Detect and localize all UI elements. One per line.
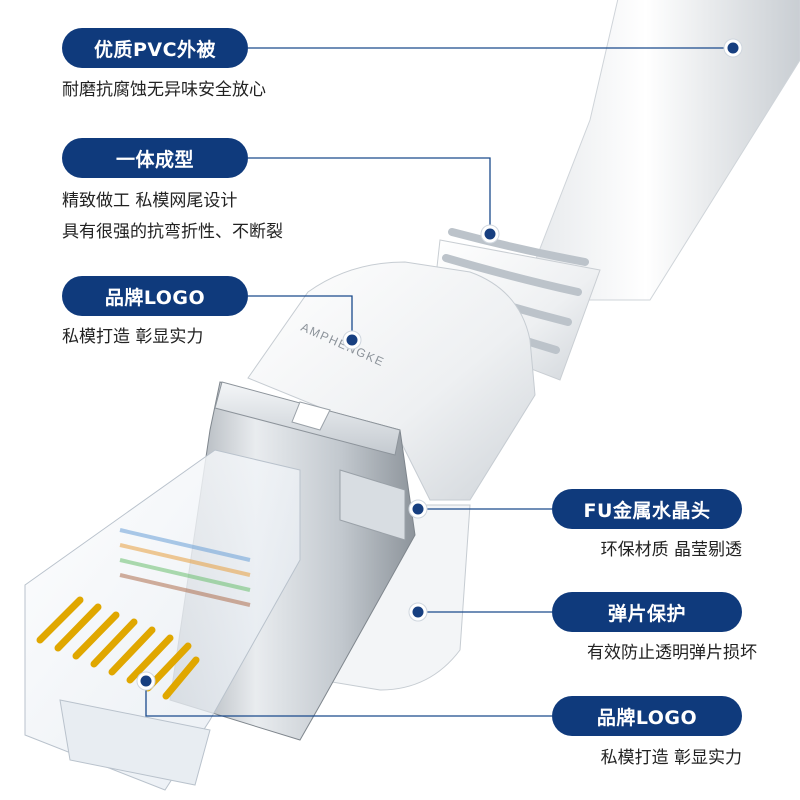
wires [119,528,251,607]
cable [519,0,800,301]
connector-boot: AMPHENGKE [247,261,536,691]
callout-fu-head-title: FU金属水晶头 [552,489,742,529]
crystal-head [24,449,301,791]
callout-molding-desc: 精致做工 私模网尾设计 具有很强的抗弯折性、不断裂 [62,186,283,248]
callout-pvc-line-1: 耐磨抗腐蚀无异味安全放心 [62,80,266,100]
callout-logo-2-desc: 私模打造 彰显实力 [601,743,742,774]
callout-fu-head-line-1: 环保材质 晶莹剔透 [600,540,742,560]
callout-logo-2-title: 品牌LOGO [552,696,742,736]
callout-clip-line-1: 有效防止透明弹片损坏 [587,643,757,663]
callout-clip-title: 弹片保护 [552,592,742,632]
callout-logo-title: 品牌LOGO [62,276,248,316]
callout-pvc-title: 优质PVC外被 [62,28,248,68]
callout-fu-head-desc: 环保材质 晶莹剔透 [601,535,742,566]
markers [136,38,743,691]
callout-logo-line-1: 私模打造 彰显实力 [62,327,204,347]
gold-contacts [36,596,200,700]
callout-molding-line-2: 具有很强的抗弯折性、不断裂 [62,222,283,242]
callout-molding-line-1: 精致做工 私模网尾设计 [62,191,238,211]
callout-clip-desc: 有效防止透明弹片损坏 [587,638,757,669]
callout-molding-title: 一体成型 [62,138,248,178]
callout-logo-desc: 私模打造 彰显实力 [62,322,203,353]
callout-pvc-desc: 耐磨抗腐蚀无异味安全放心 [62,75,266,106]
leader-lines [145,47,733,717]
callout-logo-2-line-1: 私模打造 彰显实力 [600,748,742,768]
